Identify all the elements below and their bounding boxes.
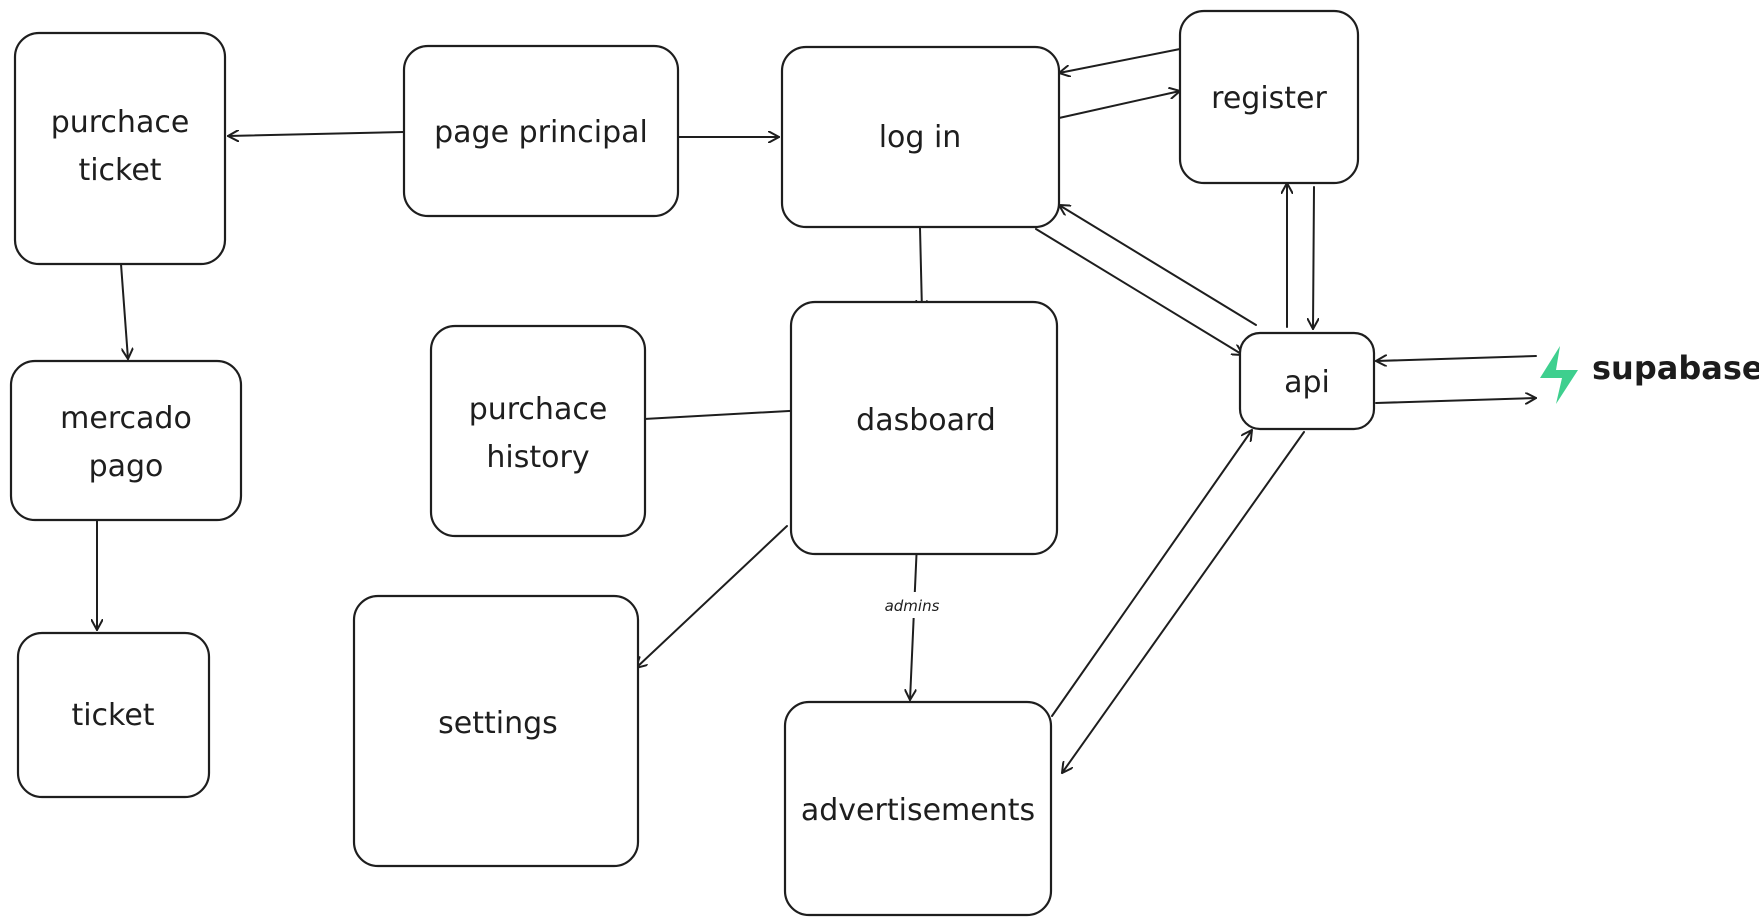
- edge-dasboard-to-advertisements: [910, 542, 918, 700]
- node-ticket[interactable]: ticket: [16, 631, 211, 799]
- edge-dasboard-to-purchace-history: [626, 409, 808, 420]
- node-advertisements[interactable]: advertisements: [783, 700, 1053, 917]
- node-mercado-pago[interactable]: mercado pago: [9, 359, 243, 522]
- edge-register-to-log-in: [1059, 48, 1181, 73]
- edge-api-to-log-in: [1059, 205, 1257, 326]
- node-label-line2: ticket: [78, 153, 161, 188]
- node-label: advertisements: [801, 793, 1035, 828]
- edge-api-to-supabase: [1375, 398, 1536, 403]
- node-label: api: [1284, 365, 1330, 400]
- node-label: register: [1211, 81, 1327, 116]
- supabase-wordmark: supabase: [1592, 349, 1759, 387]
- node-label: dasboard: [856, 403, 996, 438]
- node-label-line1: mercado: [60, 401, 192, 436]
- node-label: page principal: [434, 115, 648, 150]
- edge-api-to-advertisements: [1062, 431, 1305, 773]
- node-label-line1: purchace: [51, 105, 190, 140]
- edge-advertisements-to-api: [1051, 430, 1252, 717]
- edges: [97, 48, 1537, 773]
- supabase-bolt-icon: [1540, 346, 1578, 404]
- supabase-logo: supabase: [1540, 346, 1759, 404]
- node-label-line2: history: [486, 440, 589, 475]
- node-purchace-history[interactable]: purchace history: [429, 324, 647, 538]
- edge-log-in-to-register: [1058, 91, 1180, 119]
- edge-register-to-api: [1313, 186, 1314, 329]
- node-register[interactable]: register: [1178, 9, 1360, 185]
- edge-label-admins: admins: [885, 597, 940, 615]
- edge-log-in-to-api: [1035, 228, 1243, 355]
- edge-label-bg: [875, 592, 947, 618]
- node-dasboard[interactable]: dasboard: [789, 300, 1059, 556]
- node-label: settings: [438, 706, 558, 741]
- node-label: log in: [879, 120, 962, 155]
- node-purchace-ticket[interactable]: purchace ticket: [13, 31, 227, 266]
- node-settings[interactable]: settings: [352, 594, 640, 868]
- node-page-principal[interactable]: page principal: [402, 44, 680, 218]
- edge-supabase-to-api: [1376, 356, 1537, 361]
- edge-dasboard-to-settings: [636, 525, 788, 668]
- node-api[interactable]: api: [1238, 331, 1376, 431]
- node-label: ticket: [71, 698, 154, 733]
- node-label-line2: pago: [89, 449, 164, 484]
- edge-log-in-to-dasboard: [920, 227, 922, 311]
- node-label-line1: purchace: [469, 392, 608, 427]
- edge-page-principal-to-purchace-ticket: [228, 132, 405, 136]
- edge-purchace-ticket-to-mercado-pago: [120, 263, 128, 359]
- node-log-in[interactable]: log in: [780, 45, 1061, 229]
